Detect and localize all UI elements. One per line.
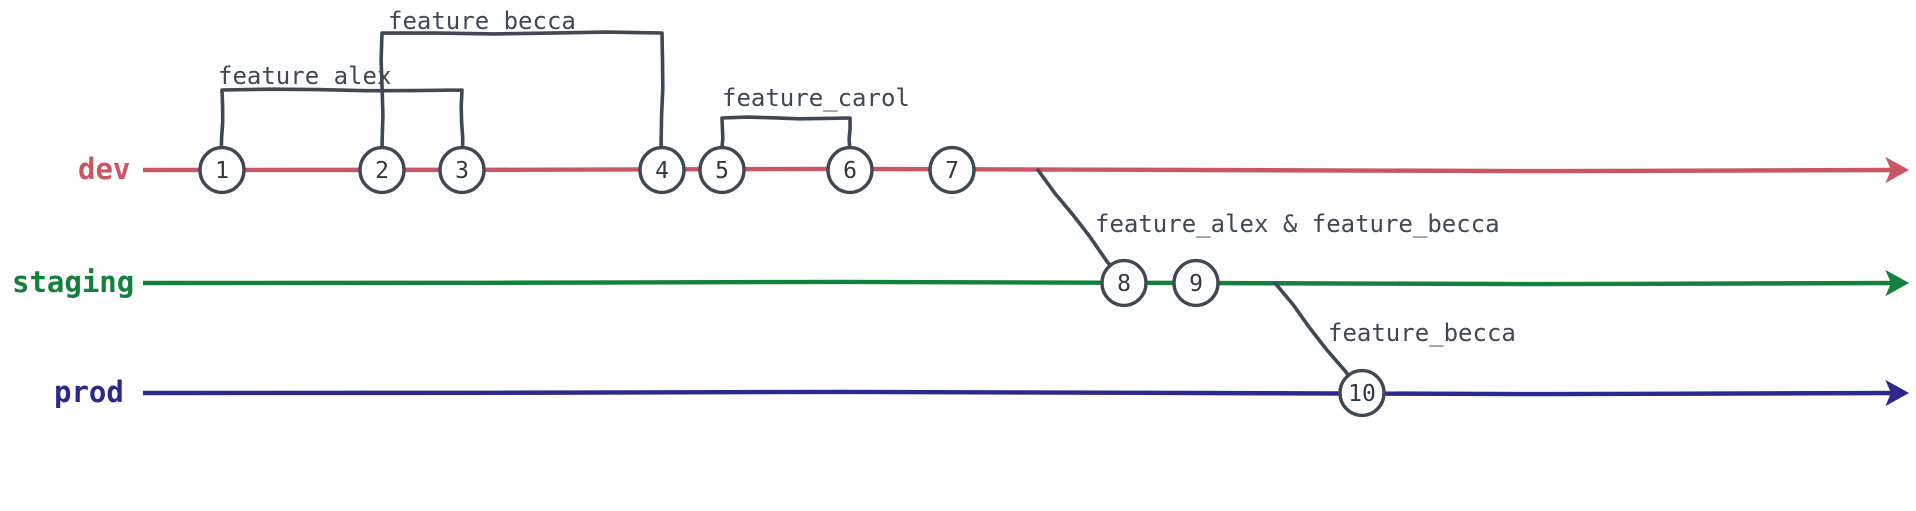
commit-node-5[interactable]: 5 xyxy=(698,145,746,195)
commit-number-1: 1 xyxy=(215,158,229,184)
commit-circle-3 xyxy=(438,145,486,195)
commit-circle-1 xyxy=(198,145,246,195)
branch-line-staging xyxy=(142,269,1910,297)
merge-label-staging-to-prod: feature_becca xyxy=(1328,319,1516,347)
commit-circle-7 xyxy=(928,145,976,195)
commit-number-2: 2 xyxy=(375,158,389,184)
commit-circle-5 xyxy=(698,145,746,195)
commit-node-1[interactable]: 1 xyxy=(198,145,246,195)
commit-number-8: 8 xyxy=(1117,271,1131,297)
commit-node-7[interactable]: 7 xyxy=(928,145,976,195)
branch-line-prod xyxy=(142,379,1910,407)
commit-circle-9 xyxy=(1172,258,1220,308)
commit-circle-4 xyxy=(638,145,686,195)
branch-label-prod: prod xyxy=(54,375,124,409)
commit-node-3[interactable]: 3 xyxy=(438,145,486,195)
commit-number-5: 5 xyxy=(715,158,729,184)
commit-node-2[interactable]: 2 xyxy=(358,145,406,195)
commit-node-9[interactable]: 9 xyxy=(1172,258,1220,308)
feature-bracket-feature_becca xyxy=(379,30,665,172)
commit-node-6[interactable]: 6 xyxy=(826,145,874,195)
text-labels-group: devstagingprodfeature_alexfeature_beccaf… xyxy=(12,7,1516,409)
feature-bracket-feature_alex xyxy=(219,87,465,172)
commit-nodes-group: 1 2 3 4 5 6 7 8 9 10 xyxy=(198,145,1386,418)
commit-circle-2 xyxy=(358,145,406,195)
feature-label-feature_alex: feature_alex xyxy=(218,62,391,90)
feature-label-feature_carol: feature_carol xyxy=(722,84,910,112)
commit-number-7: 7 xyxy=(945,158,959,184)
commit-number-6: 6 xyxy=(843,158,857,184)
commit-node-4[interactable]: 4 xyxy=(638,145,686,195)
commit-number-3: 3 xyxy=(455,158,469,184)
branch-label-staging: staging xyxy=(12,265,134,299)
branch-label-dev: dev xyxy=(78,152,130,186)
feature-label-feature_becca: feature_becca xyxy=(388,7,576,35)
commit-number-4: 4 xyxy=(655,158,669,184)
commit-node-8[interactable]: 8 xyxy=(1100,258,1148,308)
commit-node-10[interactable]: 10 xyxy=(1338,368,1386,418)
commit-circle-6 xyxy=(826,145,874,195)
branch-line-dev xyxy=(142,156,1910,184)
merge-label-dev-to-staging: feature_alex & feature_becca xyxy=(1095,210,1500,238)
commit-number-9: 9 xyxy=(1189,271,1203,297)
branch-lines-group xyxy=(142,156,1910,407)
commit-circle-10 xyxy=(1338,368,1386,418)
commit-circle-8 xyxy=(1100,258,1148,308)
commit-number-10: 10 xyxy=(1348,381,1376,407)
